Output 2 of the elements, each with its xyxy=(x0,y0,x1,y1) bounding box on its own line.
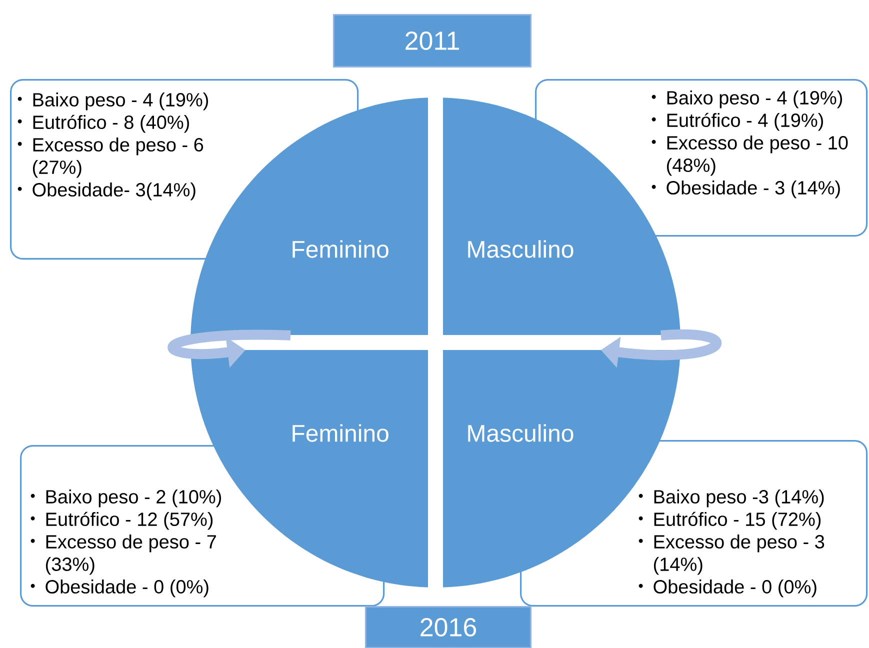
year-box: 2011 xyxy=(333,14,532,68)
year-box: 2016 xyxy=(365,606,532,648)
